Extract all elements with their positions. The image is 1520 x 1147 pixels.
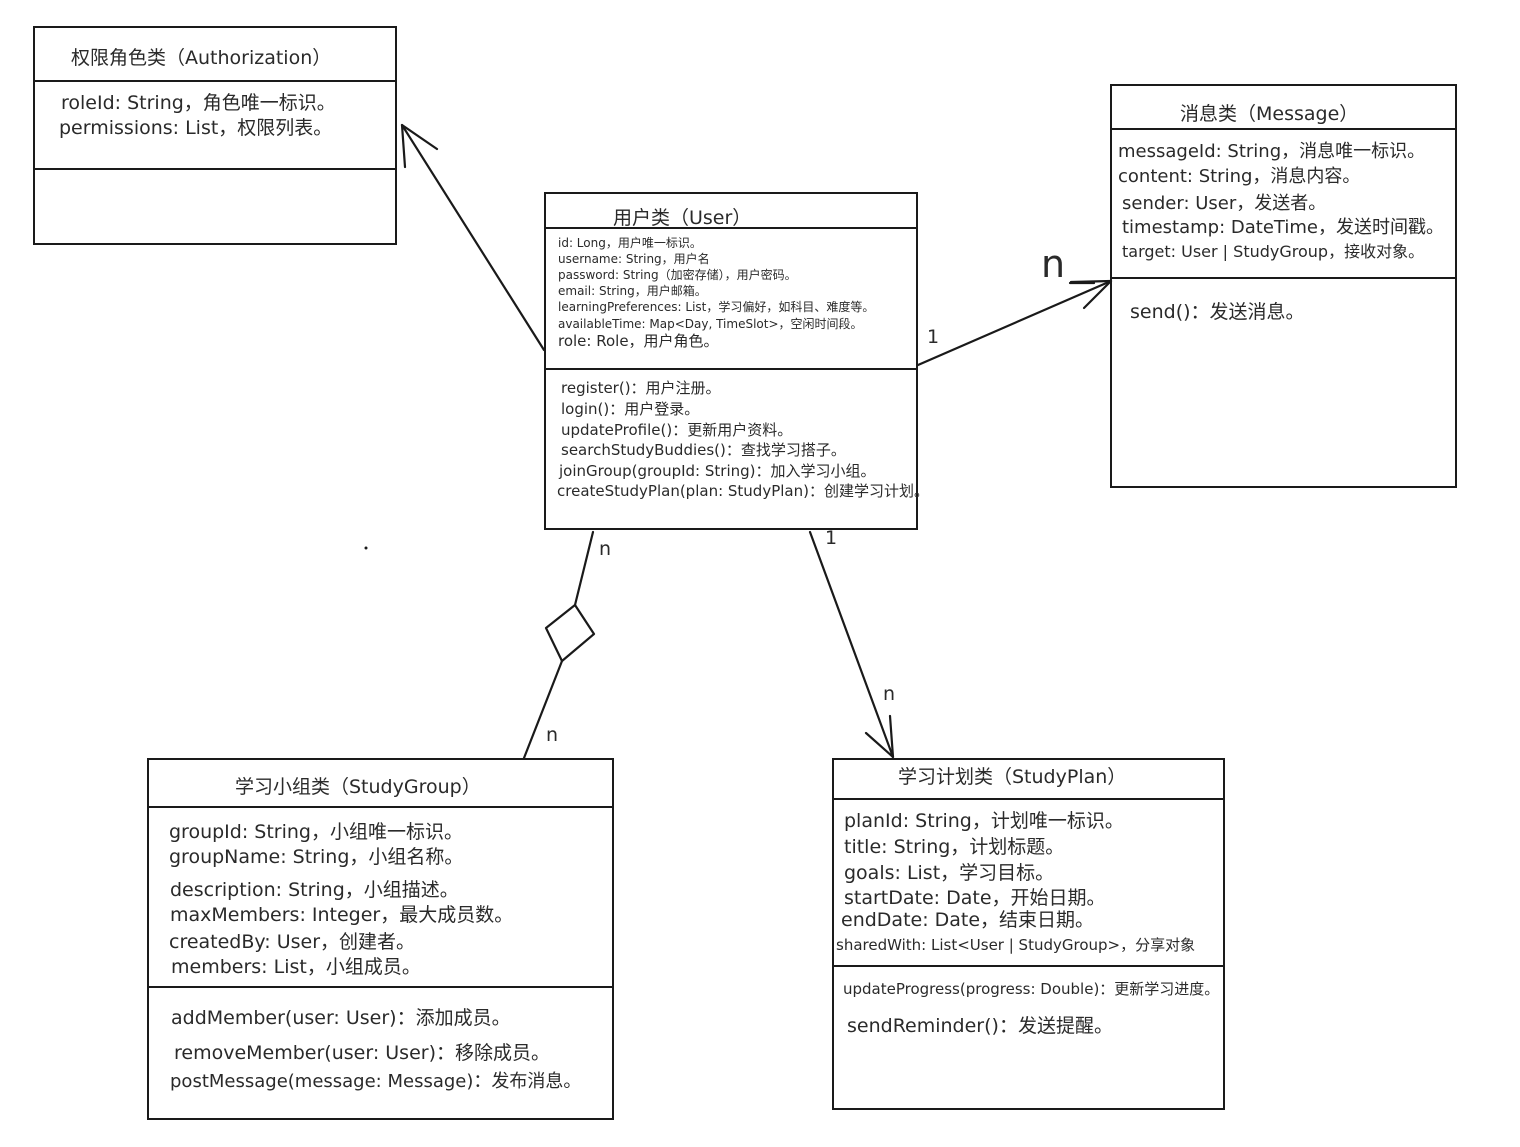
divider (33, 80, 397, 82)
association-user-message (916, 279, 1113, 367)
multiplicity-user-group-source: n (599, 538, 612, 560)
method-login: login()：用户登录。 (561, 400, 700, 418)
class-box-studygroup[interactable]: 学习小组类（StudyGroup） groupId: String，小组唯一标识… (147, 758, 614, 1120)
attribute-max-members: maxMembers: Integer，最大成员数。 (170, 904, 514, 926)
attribute-available-time: availableTime: Map<Day, TimeSlot>，空闲时间段。 (558, 317, 863, 331)
class-title-user: 用户类（User） (613, 207, 752, 229)
attribute-permissions: permissions: List，权限列表。 (59, 117, 333, 139)
arrowhead-message-icon (1069, 279, 1113, 310)
attribute-created-by: createdBy: User，创建者。 (169, 931, 416, 953)
method-search-study-buddies: searchStudyBuddies()：查找学习搭子。 (561, 441, 846, 459)
method-register: register()：用户注册。 (561, 379, 721, 397)
arrowhead-authorization-icon (400, 123, 439, 169)
multiplicity-user-plan-source: 1 (825, 527, 838, 549)
divider (1110, 277, 1457, 279)
method-remove-member: removeMember(user: User)：移除成员。 (174, 1042, 550, 1064)
divider (33, 168, 397, 170)
association-user-authorization (400, 123, 546, 352)
stray-dot (364, 546, 368, 550)
class-title-message: 消息类（Message） (1180, 103, 1359, 125)
attribute-target: target: User | StudyGroup，接收对象。 (1122, 242, 1425, 261)
attribute-learning-preferences: learningPreferences: List，学习偏好，如科目、难度等。 (558, 300, 875, 314)
multiplicity-user-message-target: n (1041, 242, 1066, 286)
attribute-email: email: String，用户邮箱。 (558, 284, 707, 298)
attribute-content: content: String，消息内容。 (1118, 166, 1361, 187)
divider (147, 986, 614, 988)
class-box-message[interactable]: 消息类（Message） messageId: String，消息唯一标识。 c… (1110, 84, 1457, 488)
attribute-shared-with: sharedWith: List<User | StudyGroup>，分享对象 (836, 936, 1196, 954)
aggregation-user-studygroup-upper (573, 530, 595, 607)
attribute-end-date: endDate: Date，结束日期。 (841, 909, 1095, 931)
attribute-message-id: messageId: String，消息唯一标识。 (1118, 141, 1426, 162)
divider (832, 798, 1225, 800)
attribute-username: username: String，用户名 (558, 252, 710, 266)
aggregation-diamond-icon (544, 603, 596, 663)
arrowhead-studyplan-icon (864, 714, 895, 759)
divider (544, 368, 918, 370)
attribute-start-date: startDate: Date，开始日期。 (844, 887, 1106, 909)
method-send: send()：发送消息。 (1130, 301, 1305, 323)
method-update-profile: updateProfile()：更新用户资料。 (561, 421, 793, 439)
class-box-studyplan[interactable]: 学习计划类（StudyPlan） planId: String，计划唯一标识。 … (832, 758, 1225, 1110)
method-post-message: postMessage(message: Message)：发布消息。 (170, 1071, 582, 1092)
attribute-sender: sender: User，发送者。 (1122, 193, 1327, 214)
attribute-description: description: String，小组描述。 (170, 879, 459, 901)
association-user-studyplan (808, 530, 895, 759)
method-join-group: joinGroup(groupId: String)：加入学习小组。 (559, 462, 876, 480)
divider (832, 965, 1225, 967)
class-box-authorization[interactable]: 权限角色类（Authorization） roleId: String，角色唯一… (33, 26, 397, 245)
attribute-title: title: String，计划标题。 (844, 836, 1065, 858)
method-create-study-plan: createStudyPlan(plan: StudyPlan)：创建学习计划。 (557, 482, 929, 500)
class-title-authorization: 权限角色类（Authorization） (71, 47, 332, 69)
method-add-member: addMember(user: User)：添加成员。 (171, 1007, 511, 1029)
divider (1110, 128, 1457, 130)
divider (147, 806, 614, 808)
multiplicity-user-message-source: 1 (927, 326, 940, 348)
attribute-group-name: groupName: String，小组名称。 (169, 846, 464, 868)
attribute-role: role: Role，用户角色。 (558, 332, 719, 350)
method-send-reminder: sendReminder()：发送提醒。 (847, 1015, 1113, 1037)
attribute-group-id: groupId: String，小组唯一标识。 (169, 821, 463, 843)
multiplicity-user-group-target: n (546, 724, 559, 746)
multiplicity-user-plan-target: n (883, 683, 896, 705)
class-title-studygroup: 学习小组类（StudyGroup） (235, 776, 481, 798)
attribute-members: members: List，小组成员。 (171, 956, 421, 978)
attribute-timestamp: timestamp: DateTime，发送时间戳。 (1122, 217, 1444, 238)
attribute-goals: goals: List，学习目标。 (844, 862, 1055, 884)
attribute-password: password: String（加密存储），用户密码。 (558, 268, 797, 282)
divider (544, 227, 918, 229)
method-update-progress: updateProgress(progress: Double)：更新学习进度。 (843, 980, 1220, 998)
attribute-roleid: roleId: String，角色唯一标识。 (61, 92, 336, 114)
class-box-user[interactable]: 用户类（User） id: Long，用户唯一标识。 username: Str… (544, 192, 929, 530)
class-title-studyplan: 学习计划类（StudyPlan） (898, 766, 1127, 788)
attribute-id: id: Long，用户唯一标识。 (558, 236, 702, 250)
attribute-plan-id: planId: String，计划唯一标识。 (844, 810, 1124, 832)
